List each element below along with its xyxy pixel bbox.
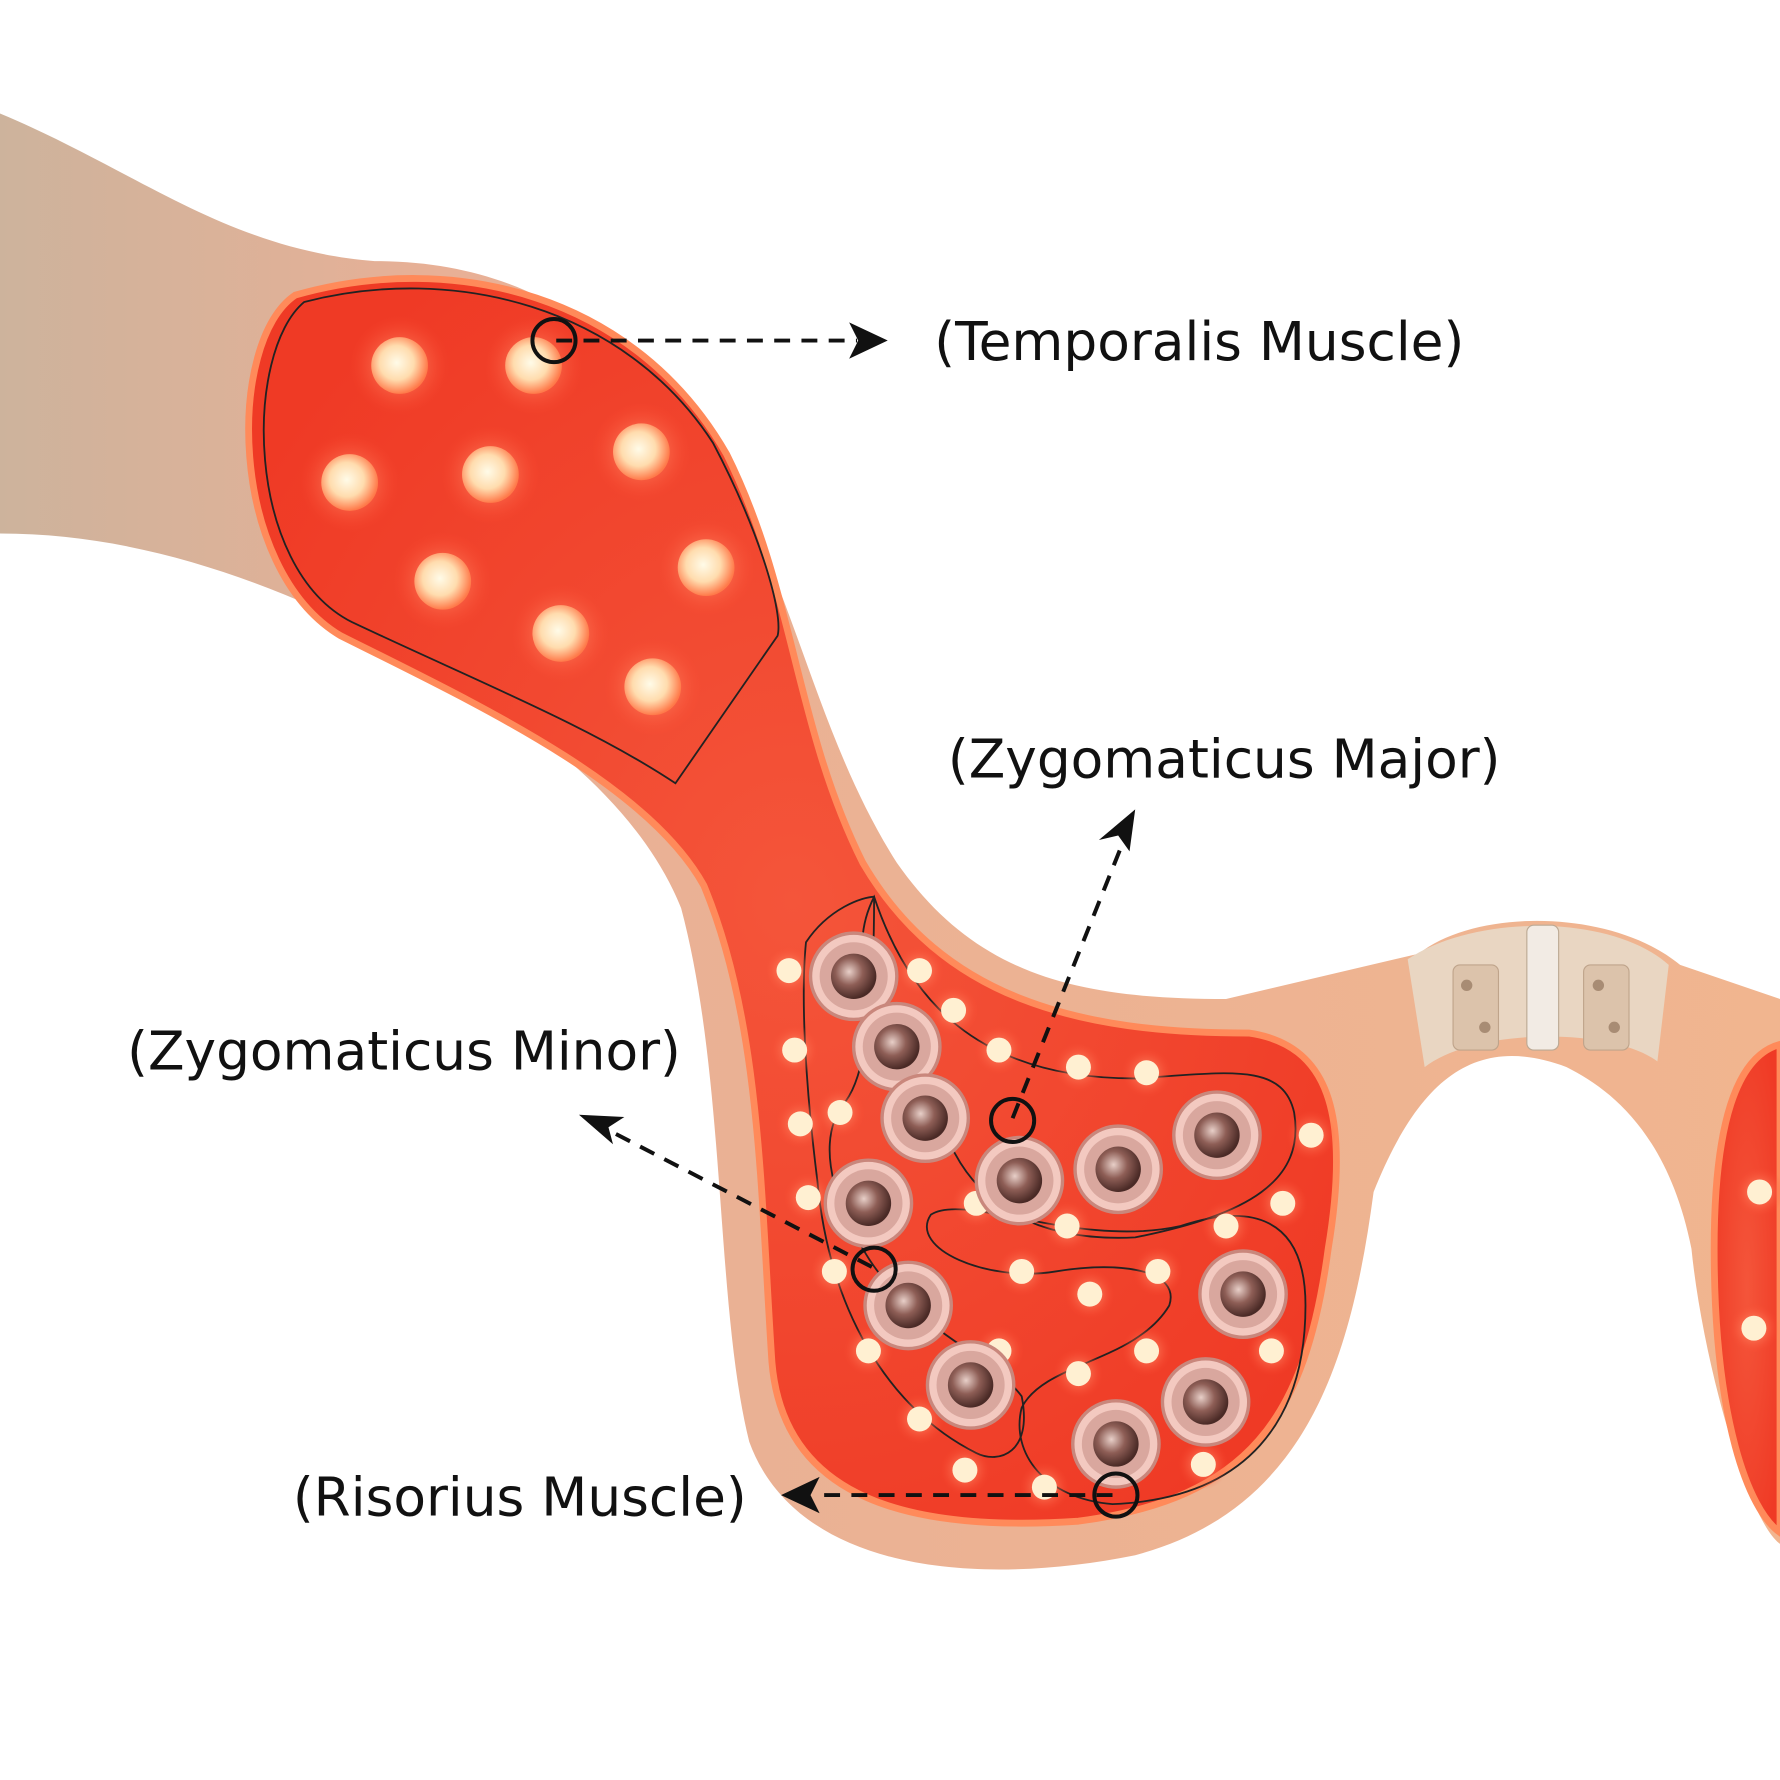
microcurrent-electrode-icon <box>1198 1249 1288 1339</box>
temporalis-led-icon <box>602 636 703 737</box>
small-led-icon <box>1178 1439 1229 1490</box>
temporalis-led-icon <box>656 517 757 618</box>
microcurrent-electrode-icon <box>1071 1399 1161 1489</box>
microcurrent-electrode-icon <box>880 1073 971 1164</box>
small-led-icon <box>894 945 945 996</box>
right-red-pad <box>1710 1040 1780 1537</box>
small-led-icon <box>1201 1201 1251 1251</box>
temporalis-led-icon <box>440 424 541 525</box>
hinge <box>1407 924 1669 1068</box>
zygomaticus-minor-callout: (Zygomaticus Minor) <box>127 1019 898 1293</box>
small-led-icon <box>1734 1166 1780 1217</box>
small-led-icon <box>1121 1325 1172 1376</box>
microcurrent-electrode-icon <box>823 1158 914 1249</box>
small-led-icon <box>1042 1201 1093 1251</box>
microcurrent-electrode-icon <box>851 1001 942 1092</box>
small-led-icon <box>769 1025 820 1076</box>
small-led-icon <box>1132 1246 1183 1297</box>
small-led-icon <box>928 985 979 1036</box>
temporalis-zone-outline <box>262 287 780 785</box>
microcurrent-electrode-icon <box>1172 1090 1262 1181</box>
microcurrent-electrode-icon <box>925 1340 1016 1430</box>
zygomaticus-major-label: (Zygomaticus Major) <box>948 728 1501 791</box>
small-led-icon <box>1019 1462 1070 1513</box>
small-led-icon <box>894 1394 945 1444</box>
left-red-pad <box>245 275 1340 1527</box>
temporalis-callout: (Temporalis Muscle) <box>530 310 1464 373</box>
small-led-icon <box>815 1087 866 1138</box>
small-led-icon <box>996 1246 1047 1297</box>
small-led-icon <box>783 1172 834 1223</box>
small-led-icon <box>1246 1325 1297 1376</box>
zygomaticus-major-callout: (Zygomaticus Major) <box>948 728 1501 1145</box>
temporalis-led-icon <box>349 315 450 416</box>
small-led-icon <box>763 945 814 996</box>
temporalis-led-icon <box>510 583 611 684</box>
risorius-callout: (Risorius Muscle) <box>293 1465 1140 1528</box>
microcurrent-electrode-icon <box>1160 1357 1251 1447</box>
microcurrent-electrode-icon <box>974 1135 1065 1226</box>
temporalis-led-icon <box>591 401 692 502</box>
microcurrent-electrode-icon <box>808 931 899 1022</box>
microcurrent-electrode-icon <box>1073 1124 1164 1215</box>
small-led-icon <box>1121 1047 1172 1098</box>
microcurrent-electrode-icon <box>863 1260 954 1351</box>
temporalis-led-icon <box>299 432 400 533</box>
small-led-icon <box>1286 1110 1337 1161</box>
zygomaticus-minor-label: (Zygomaticus Minor) <box>127 1019 681 1082</box>
small-led-icon <box>939 1445 990 1496</box>
small-led-icon <box>974 1025 1024 1076</box>
temporalis-led-icon <box>392 531 493 632</box>
small-led-icon <box>1053 1042 1104 1093</box>
small-led-icon <box>775 1098 826 1149</box>
small-led-icon <box>1053 1348 1104 1399</box>
risorius-label: (Risorius Muscle) <box>293 1465 747 1528</box>
small-led-icon <box>1728 1303 1779 1354</box>
small-led-icon <box>809 1246 860 1297</box>
small-led-icon <box>1064 1269 1115 1320</box>
temporalis-label: (Temporalis Muscle) <box>934 310 1464 373</box>
small-led-icon <box>1257 1178 1308 1229</box>
